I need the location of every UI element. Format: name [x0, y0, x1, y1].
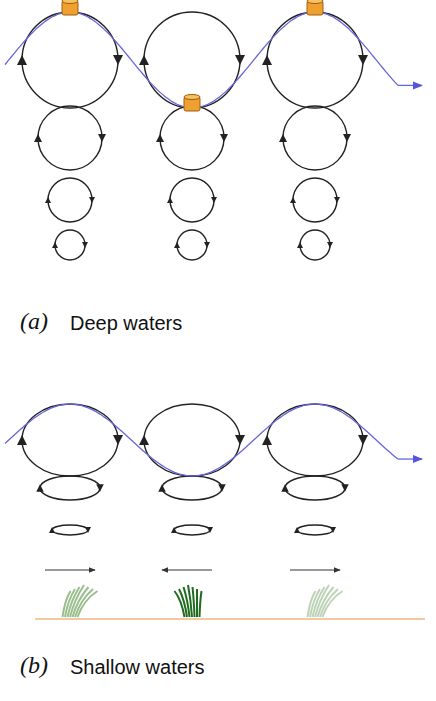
orbit-arrowhead [85, 527, 91, 533]
seaweed [196, 589, 198, 617]
seaweed [323, 591, 343, 617]
particle-orbit [160, 106, 224, 170]
particle-orbit [297, 525, 333, 535]
particle-orbit [177, 230, 207, 260]
orbit-arrowhead [139, 55, 149, 65]
particle-orbit [174, 525, 210, 535]
orbit-arrowhead [279, 134, 287, 142]
particle-orbit [52, 525, 88, 535]
particle-orbit [55, 230, 85, 260]
particle-orbit [300, 230, 330, 260]
seaweed [193, 587, 195, 617]
seaweed [200, 591, 202, 617]
orbit-arrowhead [156, 134, 164, 142]
particle-orbit [162, 476, 222, 500]
orbit-arrowhead [49, 527, 55, 533]
particle-orbit [40, 476, 100, 500]
particle-orbit [293, 178, 337, 222]
orbit-arrowhead [358, 435, 368, 445]
orbit-arrowhead [358, 55, 368, 65]
orbit-arrowhead [218, 484, 226, 492]
particle-orbit [267, 404, 363, 476]
orbit-arrowhead [343, 134, 351, 142]
panel-letter: (b) [20, 652, 48, 679]
wave-surface [5, 404, 398, 476]
seaweed [175, 591, 185, 617]
orbit-arrowhead [52, 242, 58, 248]
particle-orbit [22, 404, 118, 476]
particle-orbit [22, 12, 118, 108]
orbit-arrowhead [167, 197, 173, 203]
orbit-arrowhead [45, 197, 51, 203]
orbit-arrowhead [113, 55, 123, 65]
wave-direction-arrow [398, 85, 422, 86]
orbit-arrowhead [235, 55, 245, 65]
cork-float [184, 95, 200, 112]
orbit-arrowhead [34, 134, 42, 142]
orbit-arrowhead [98, 134, 106, 142]
flow-arrow [45, 569, 95, 570]
orbit-arrowhead [281, 484, 289, 492]
panel-title: Deep waters [70, 312, 182, 335]
seaweed [78, 591, 98, 617]
particle-orbit [48, 178, 92, 222]
orbit-arrowhead [17, 435, 27, 445]
orbit-arrowhead [235, 435, 245, 445]
orbit-arrowhead [207, 527, 213, 533]
orbit-arrowhead [294, 527, 300, 533]
particle-orbit [285, 476, 345, 500]
sea-floor [35, 618, 425, 620]
orbit-arrowhead [89, 197, 95, 203]
flow-arrow [162, 569, 212, 570]
orbit-arrowhead [262, 55, 272, 65]
orbit-arrowhead [96, 484, 104, 492]
orbit-arrowhead [297, 242, 303, 248]
orbit-arrowhead [290, 197, 296, 203]
orbit-arrowhead [330, 527, 336, 533]
particle-orbit [283, 106, 347, 170]
orbit-arrowhead [171, 527, 177, 533]
wave-direction-arrow [398, 458, 422, 459]
orbit-arrowhead [113, 435, 123, 445]
orbit-arrowhead [262, 435, 272, 445]
orbit-arrowhead [82, 242, 88, 248]
particle-orbit [170, 178, 214, 222]
orbit-arrowhead [327, 242, 333, 248]
seaweed [188, 585, 192, 617]
cork-float [307, 0, 323, 15]
cork-float [62, 0, 78, 15]
wave-surface [5, 12, 398, 108]
particle-orbit [38, 106, 102, 170]
orbit-arrowhead [220, 134, 228, 142]
orbit-arrowhead [174, 242, 180, 248]
orbit-arrowhead [341, 484, 349, 492]
orbit-arrowhead [17, 55, 27, 65]
flow-arrow [290, 569, 340, 570]
panel-title: Shallow waters [70, 656, 205, 679]
orbit-arrowhead [158, 484, 166, 492]
particle-orbit [267, 12, 363, 108]
orbit-arrowhead [211, 197, 217, 203]
orbit-arrowhead [334, 197, 340, 203]
particle-orbit [144, 404, 240, 476]
orbit-arrowhead [36, 484, 44, 492]
orbit-arrowhead [139, 435, 149, 445]
particle-orbit [144, 12, 240, 108]
orbit-arrowhead [204, 242, 210, 248]
panel-letter: (a) [20, 308, 48, 335]
